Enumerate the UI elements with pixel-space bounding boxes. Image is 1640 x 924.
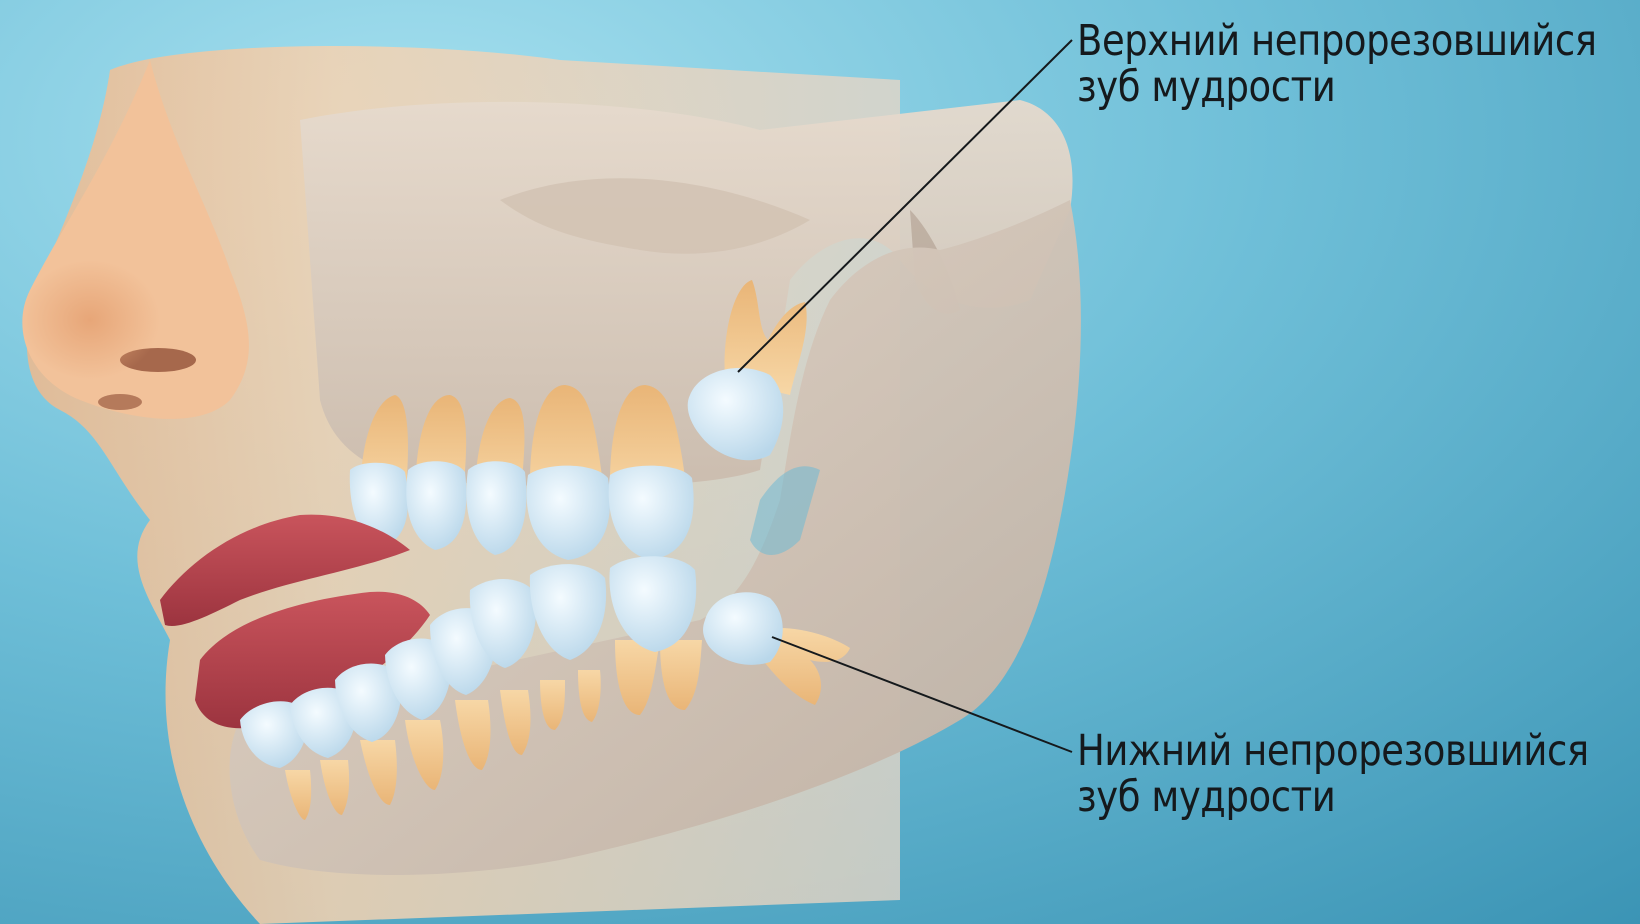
nostril-2 xyxy=(98,394,142,410)
upper-wisdom-tooth-label: Верхний непрорезовшийся зуб мудрости xyxy=(1077,18,1597,110)
lower-label-line-2: зуб мудрости xyxy=(1077,774,1589,820)
lower-wisdom-tooth-label: Нижний непрорезовшийся зуб мудрости xyxy=(1077,728,1589,820)
upper-label-line-2: зуб мудрости xyxy=(1077,64,1597,110)
nose-shading xyxy=(20,260,160,380)
lower-label-line-1: Нижний непрорезовшийся xyxy=(1077,728,1589,774)
upper-label-line-1: Верхний непрорезовшийся xyxy=(1077,18,1597,64)
